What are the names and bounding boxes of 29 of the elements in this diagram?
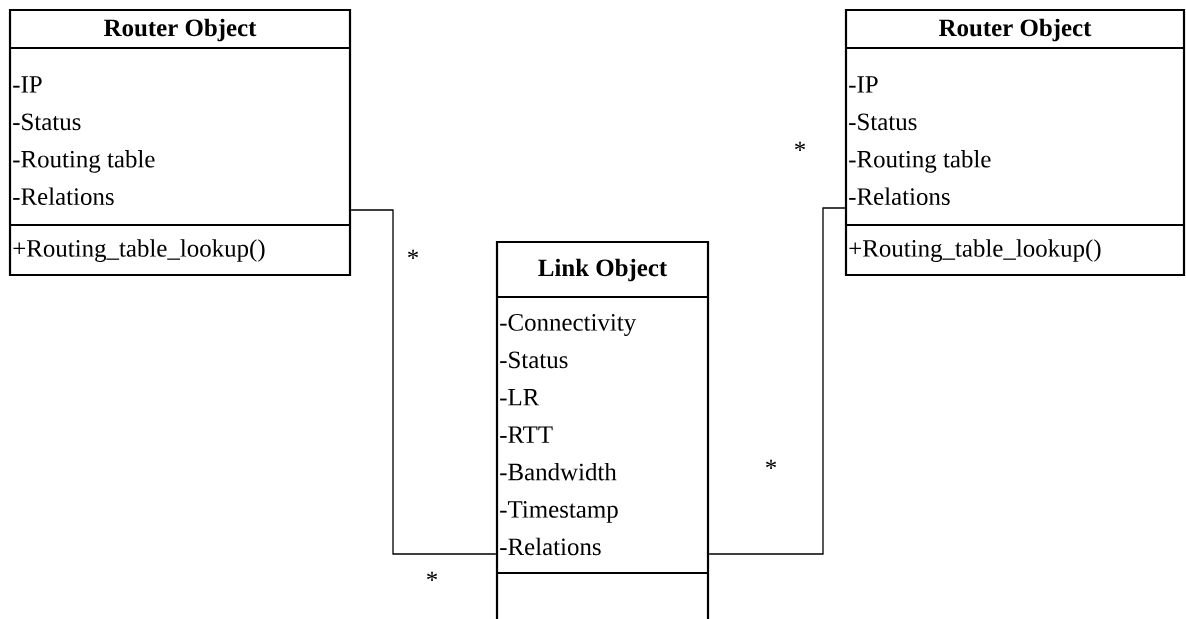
attribute-text: -Routing table — [13, 150, 155, 173]
attribute-text: -Relations — [500, 537, 601, 556]
attribute-text: -Status — [13, 113, 81, 131]
multiplicity-label: * — [408, 249, 419, 259]
attribute-text: -RTT — [500, 426, 553, 443]
class-name: Router Object — [939, 18, 1092, 42]
method-text: +Routing_table_lookup() — [849, 239, 1101, 262]
attribute-text: -Timestamp — [500, 501, 618, 523]
attribute-text: -LR — [500, 389, 540, 406]
attribute-text: -Status — [849, 113, 917, 131]
attribute-text: -Connectivity — [500, 314, 637, 336]
class-name: Router Object — [104, 18, 257, 42]
attribute-text: -Relations — [13, 187, 114, 205]
class-box — [8, 8, 352, 277]
attribute-text: -Bandwidth — [500, 462, 617, 481]
attribute-text: -Status — [500, 351, 568, 369]
attribute-text: -IP — [13, 76, 42, 93]
class-box — [495, 240, 710, 619]
multiplicity-label: * — [795, 141, 806, 151]
attribute-text: -IP — [849, 76, 878, 93]
attribute-text: -Relations — [849, 187, 950, 205]
attribute-text: -Routing table — [849, 150, 991, 173]
connector-line — [350, 209, 497, 555]
connector-line — [708, 207, 846, 555]
multiplicity-label: * — [427, 571, 438, 581]
method-text: +Routing_table_lookup() — [13, 239, 265, 262]
multiplicity-label: * — [766, 459, 777, 469]
class-box — [844, 8, 1186, 277]
class-name: Link Object — [538, 258, 668, 282]
